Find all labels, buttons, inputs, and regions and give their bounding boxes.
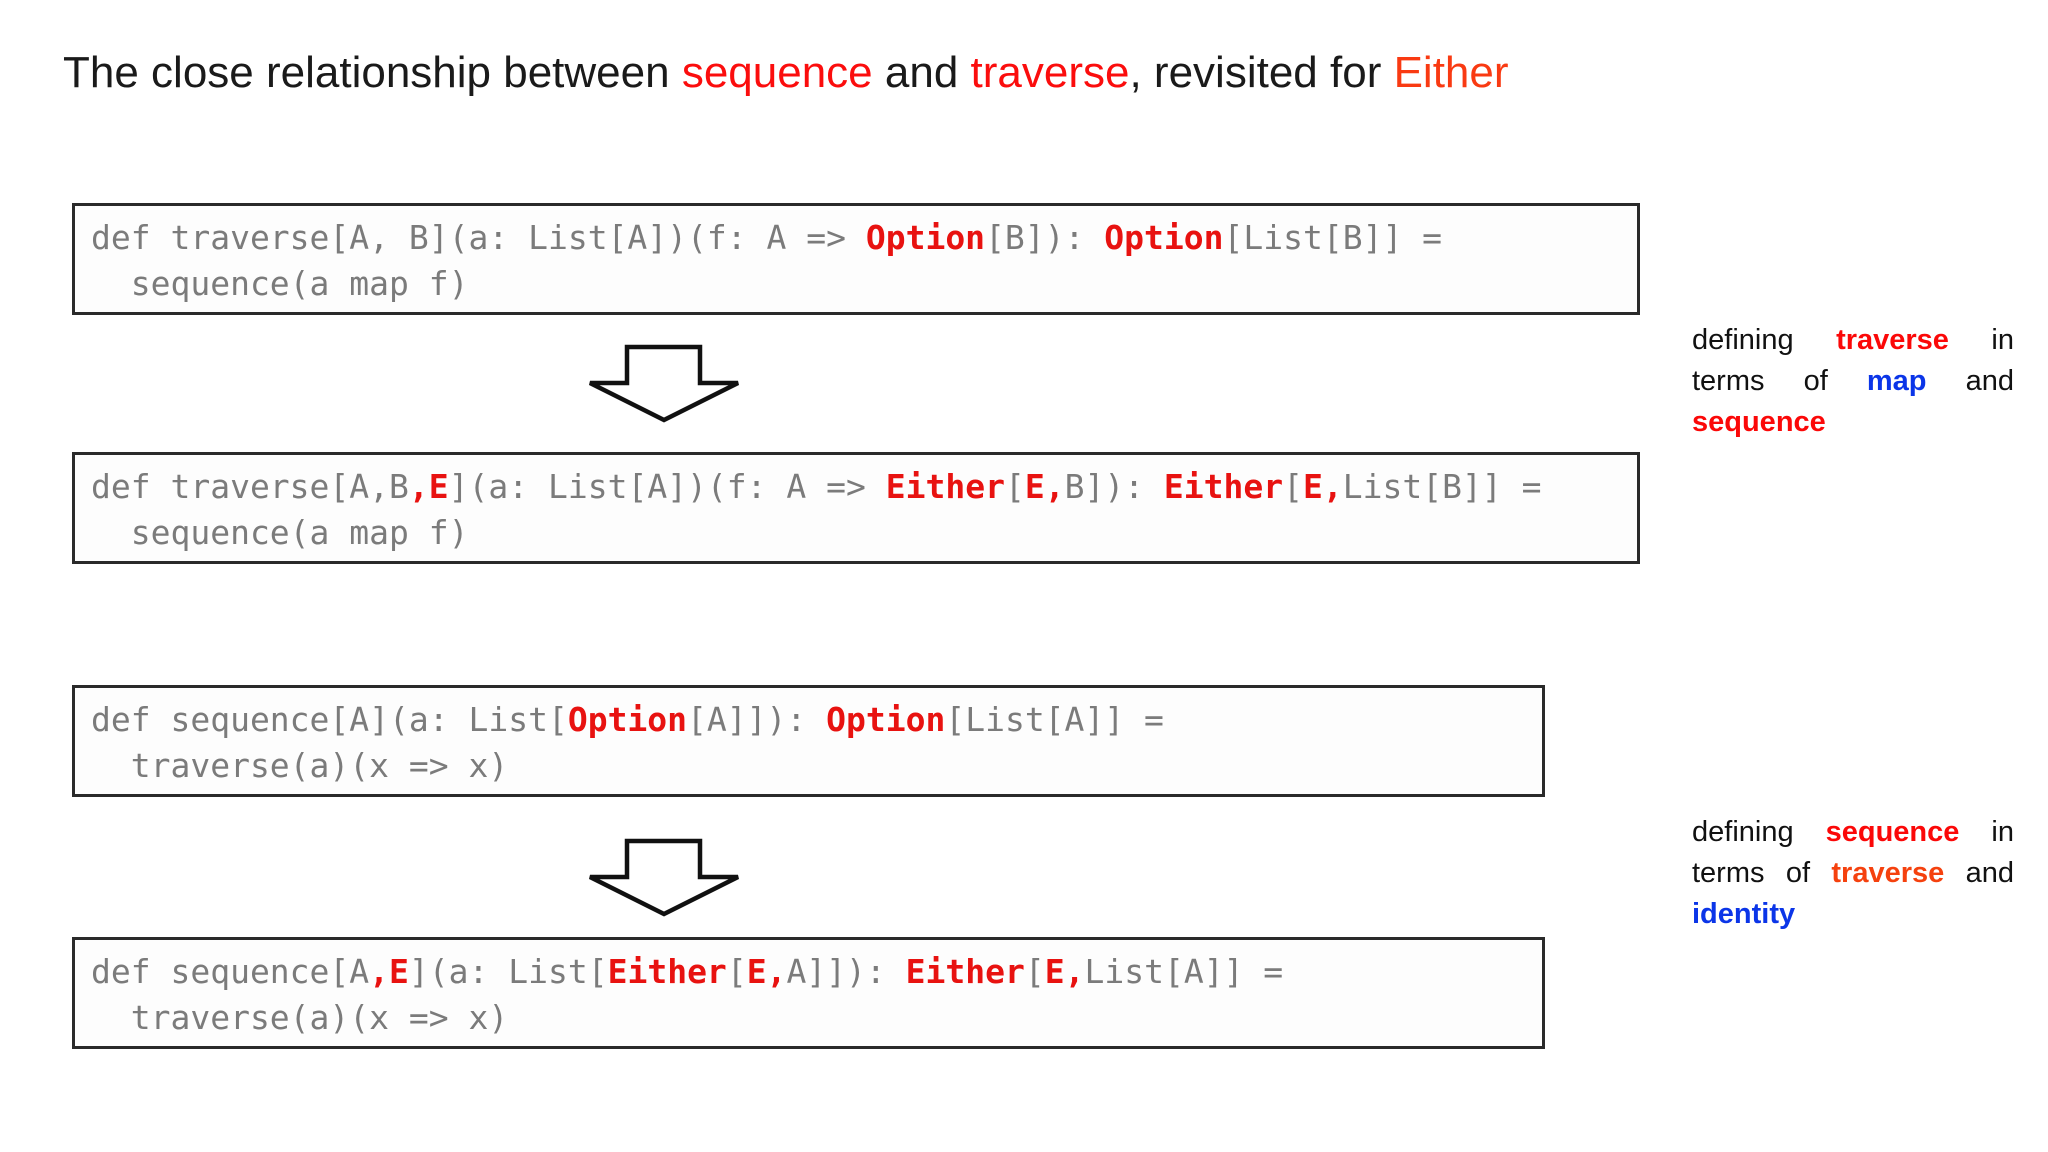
code-segment: ](a: List[A])(f: A => <box>448 467 886 506</box>
code-line: def traverse[A, B](a: List[A])(f: A => O… <box>91 215 1621 261</box>
code-line: sequence(a map f) <box>91 264 469 303</box>
code-line: def sequence[A](a: List[Option[A]]): Opt… <box>91 697 1526 743</box>
code-segment: [ <box>1004 467 1025 506</box>
page-title: The close relationship between sequence … <box>63 48 1509 98</box>
code-segment: [ <box>1024 952 1045 991</box>
code-segment: Either <box>607 952 727 991</box>
code-segment: E, <box>1024 467 1065 506</box>
code-segment: def traverse[A, B](a: List[A])(f: A => <box>91 218 866 257</box>
code-segment: Either <box>905 952 1025 991</box>
note-segment: identity <box>1692 898 1796 930</box>
code-segment: [ <box>1283 467 1304 506</box>
note-segment: map <box>1866 365 1927 397</box>
title-segment: sequence <box>681 48 873 97</box>
code-segment: [A]]): <box>687 700 827 739</box>
note-segment: sequence <box>1692 406 1826 438</box>
code-segment: E, <box>1303 467 1343 506</box>
side-note-sequence: defining sequence in terms of traverse a… <box>1692 812 2014 935</box>
code-box-traverse-option: def traverse[A, B](a: List[A])(f: A => O… <box>72 203 1640 315</box>
code-segment: def traverse[A,B <box>91 467 409 506</box>
code-line: traverse(a)(x => x) <box>91 998 509 1037</box>
title-segment: The close relationship between <box>63 48 682 97</box>
note-segment: defining <box>1692 816 1826 848</box>
code-segment: [List[A]] = <box>945 700 1164 739</box>
code-segment: ,E <box>369 952 409 991</box>
code-segment: Either <box>1163 467 1284 506</box>
note-segment: traverse <box>1836 324 1949 356</box>
code-line: def traverse[A,B,E](a: List[A])(f: A => … <box>91 464 1621 510</box>
code-line: sequence(a map f) <box>91 513 469 552</box>
code-segment: [ <box>726 952 747 991</box>
code-segment: Option <box>567 700 688 739</box>
note-segment: in terms of <box>1692 816 2014 889</box>
note-segment: sequence <box>1825 816 1960 848</box>
code-box-sequence-option: def sequence[A](a: List[Option[A]]): Opt… <box>72 685 1545 797</box>
code-line: def sequence[A,E](a: List[Either[E,A]]):… <box>91 949 1526 995</box>
code-segment: List[B]] = <box>1342 467 1542 506</box>
code-segment: Option <box>865 218 986 257</box>
title-segment: , revisited for <box>1129 48 1394 97</box>
code-segment: ,E <box>408 467 449 506</box>
note-segment: and <box>1944 857 2014 889</box>
note-segment: defining <box>1692 324 1837 356</box>
code-line: traverse(a)(x => x) <box>91 746 509 785</box>
code-segment: [B]): <box>985 218 1105 257</box>
code-segment: A]]): <box>786 952 906 991</box>
code-segment: E, <box>1044 952 1085 991</box>
down-arrow-icon <box>586 344 742 424</box>
code-segment: Option <box>1104 218 1224 257</box>
title-segment: traverse <box>970 48 1130 97</box>
title-segment: and <box>872 48 971 97</box>
code-box-traverse-either: def traverse[A,B,E](a: List[A])(f: A => … <box>72 452 1640 564</box>
code-segment: def sequence[A](a: List[ <box>91 700 568 739</box>
note-segment: in terms of <box>1692 324 2014 397</box>
note-segment: traverse <box>1831 857 1945 889</box>
code-segment: [List[B]] = <box>1223 218 1443 257</box>
down-arrow-icon <box>586 838 742 918</box>
code-segment: Either <box>885 467 1005 506</box>
code-segment: B]): <box>1064 467 1164 506</box>
code-segment: Option <box>826 700 946 739</box>
side-note-traverse: defining traverse in terms of map and se… <box>1692 320 2014 443</box>
title-segment: Either <box>1393 48 1509 97</box>
note-segment: and <box>1926 365 2014 397</box>
code-segment: E, <box>746 952 787 991</box>
code-segment: ](a: List[ <box>408 952 608 991</box>
code-box-sequence-either: def sequence[A,E](a: List[Either[E,A]]):… <box>72 937 1545 1049</box>
code-segment: List[A]] = <box>1084 952 1284 991</box>
code-segment: def sequence[A <box>91 952 370 991</box>
